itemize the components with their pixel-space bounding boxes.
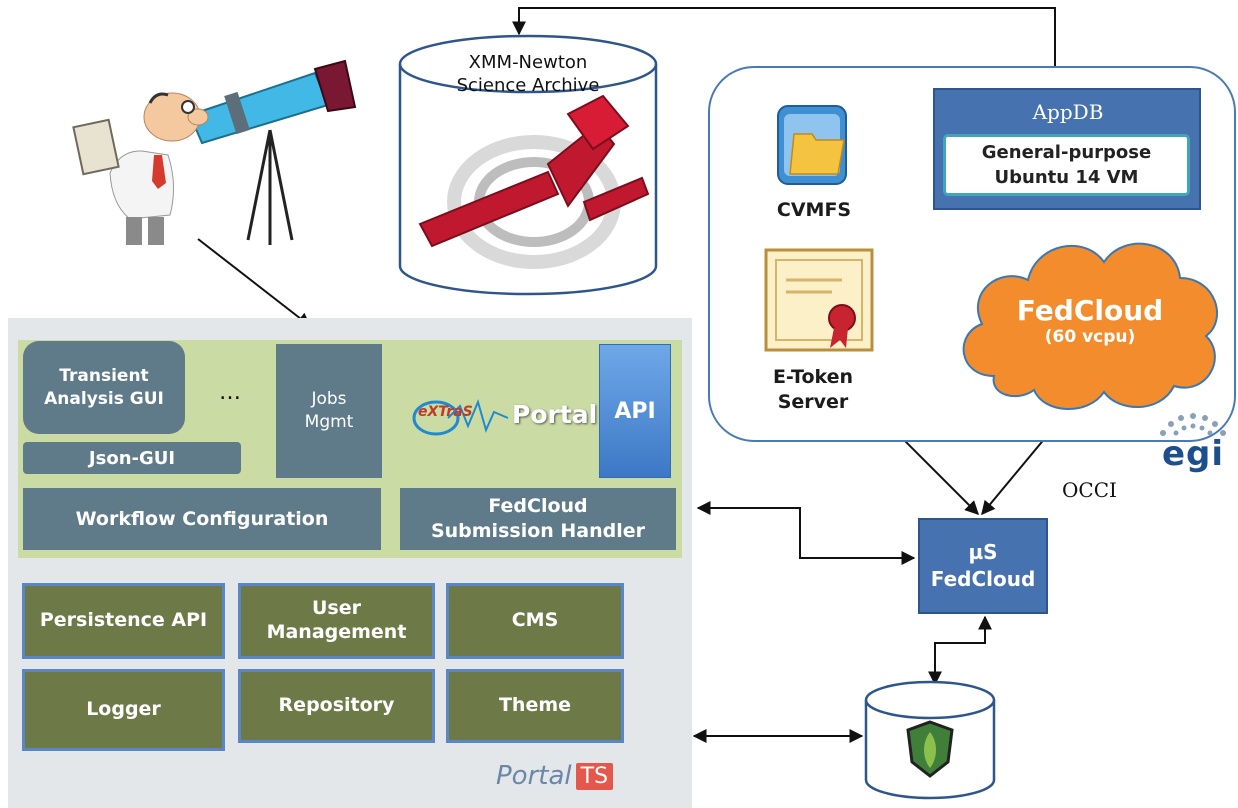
repository-box: Repository (238, 669, 435, 743)
folder-icon (777, 105, 847, 185)
theme-box: Theme (446, 669, 624, 743)
cms-label: CMS (511, 609, 559, 632)
cms-box: CMS (446, 583, 624, 659)
transient-line1: Transient (59, 365, 149, 386)
api-box: API (599, 344, 671, 478)
egi-logo-text: egi (1161, 434, 1225, 474)
user-management-box: User Management (238, 583, 435, 659)
occi-label: OCCI (1062, 478, 1117, 502)
archive-title-line1: XMM-Newton (468, 51, 588, 73)
xmm-satellite-icon (418, 170, 560, 248)
extras-logo-text: eXTraS (418, 404, 473, 420)
appdb-title: AppDB (1032, 100, 1104, 124)
logger-box: Logger (22, 669, 225, 751)
user-mgmt-line2: Management (266, 621, 407, 643)
json-gui-box: Json-GUI (23, 442, 241, 474)
fedcloud-cloud-shape (962, 242, 1218, 410)
certificate-icon (764, 248, 874, 352)
fedcloud-label: FedCloud (60 vcpu) (972, 278, 1208, 362)
user-portal-arrow (197, 238, 312, 327)
jobs-line2: Mgmt (304, 412, 354, 432)
cvmfs-label: CVMFS (776, 198, 852, 221)
vm-image-box: General-purpose Ubuntu 14 VM (943, 134, 1190, 196)
scientist-telescope-illustration (72, 59, 357, 245)
archive-title: XMM-Newton Science Archive (430, 46, 626, 102)
transient-analysis-gui-box: Transient Analysis GUI (23, 341, 185, 434)
archive-cylinder (398, 34, 658, 296)
portalts-brand: Portal TS (496, 756, 656, 796)
mus-line1: µS (968, 540, 998, 564)
archive-title-line2: Science Archive (456, 75, 600, 96)
submission-handler-box: FedCloud Submission Handler (400, 488, 676, 550)
mus-db-arrow (928, 615, 992, 686)
json-gui-label: Json-GUI (88, 447, 176, 469)
persistence-label: Persistence API (39, 609, 208, 632)
jobs-line1: Jobs (311, 389, 347, 410)
ellipsis-label: … (219, 380, 241, 405)
theme-label: Theme (498, 694, 572, 717)
logger-label: Logger (86, 698, 161, 721)
submission-line2: Submission Handler (430, 520, 646, 542)
fedcloud-subtitle: (60 vcpu) (1044, 326, 1136, 347)
database-cylinder (864, 680, 996, 800)
etoken-line2: Server (777, 391, 849, 413)
egi-logo-icon (1160, 413, 1226, 436)
repository-label: Repository (278, 694, 395, 717)
workflow-configuration-box: Workflow Configuration (23, 488, 381, 550)
mus-line2: FedCloud (930, 567, 1036, 591)
vm-line1: General-purpose (981, 141, 1152, 163)
etoken-line1: E-Token (772, 366, 854, 389)
transient-line2: Analysis GUI (44, 388, 164, 409)
jobs-mgmt-box: Jobs Mgmt (276, 344, 382, 478)
portalts-brand-word: Portal (496, 761, 572, 791)
portal-word: Portal (512, 400, 598, 429)
vm-line2: Ubuntu 14 VM (994, 167, 1139, 188)
archive-appdb-arrow (512, 7, 1062, 88)
api-label: API (614, 399, 656, 424)
handler-mus-arrow (696, 501, 916, 565)
workflow-label: Workflow Configuration (75, 508, 329, 530)
submission-line1: FedCloud (488, 495, 588, 518)
etoken-label: E-Token Server (752, 362, 874, 418)
extras-logo-icon (412, 398, 509, 436)
fedcloud-title: FedCloud (1016, 293, 1164, 327)
portalts-brand-ts: TS (575, 762, 614, 790)
user-mgmt-line1: User (312, 597, 361, 620)
persistence-api-box: Persistence API (22, 583, 225, 659)
microservice-fedcloud-box: µS FedCloud (918, 518, 1048, 614)
